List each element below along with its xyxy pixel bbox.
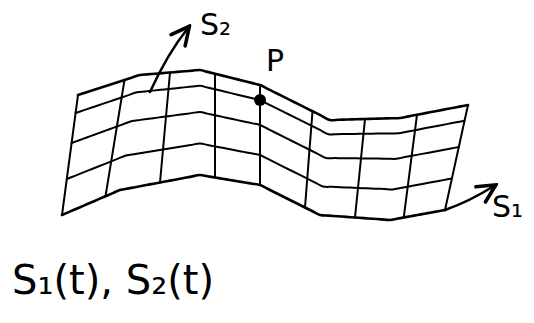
- surface-grid: [62, 70, 468, 220]
- grid-line: [62, 175, 445, 220]
- point-label: P: [266, 44, 284, 77]
- point-dot: [254, 94, 266, 106]
- grid-line: [160, 73, 170, 183]
- axis-label: S₁: [492, 190, 523, 223]
- grid-line: [404, 115, 417, 218]
- grid-line: [445, 105, 468, 210]
- axis-label: S₂: [200, 8, 231, 41]
- s2-arrow: [150, 28, 188, 92]
- grid-line: [355, 119, 365, 218]
- grid-line: [62, 95, 78, 215]
- grid-line: [214, 74, 216, 178]
- curve-label: S₁(t), S₂(t): [12, 258, 214, 302]
- grid-line: [106, 80, 125, 196]
- grid-line: [78, 70, 468, 120]
- grid-line: [76, 86, 465, 135]
- s1-arrow: [445, 186, 494, 210]
- grid-line: [72, 112, 459, 159]
- grid-line: [305, 111, 313, 207]
